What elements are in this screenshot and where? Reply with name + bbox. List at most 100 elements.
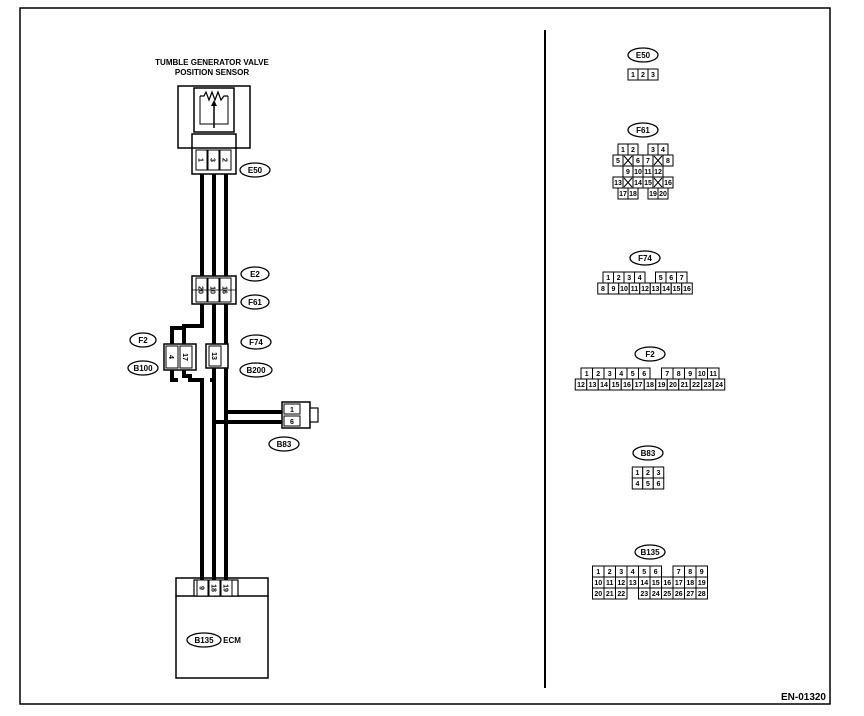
connector-view-label-oval: [634, 544, 666, 560]
ecm-box: 9 18 19: [175, 577, 269, 679]
connector-view-label: E50: [636, 51, 651, 60]
connector-view-pin-11: 11: [631, 286, 639, 293]
connector-view-pin-15: 15: [612, 382, 620, 389]
connector-view-pin-2: 2: [617, 275, 621, 282]
connector-view-label: B83: [641, 449, 656, 458]
right-connector: 13: [205, 343, 229, 369]
sensor-pin-2: 2: [221, 158, 228, 162]
connector-view-pin-7: 7: [677, 569, 681, 576]
svg-text:B200: B200: [246, 366, 266, 375]
connector-view-pin-25: 25: [663, 591, 671, 598]
connector-view-label: F74: [638, 254, 652, 263]
svg-text:E2: E2: [250, 270, 260, 279]
connector-view-pin-2: 2: [596, 371, 600, 378]
connector-view-pin-6: 6: [669, 275, 673, 282]
mid-connector: 20 10 16: [191, 275, 237, 305]
connector-view-blank-mark: [623, 177, 633, 188]
e50-label-oval: E50: [239, 162, 271, 178]
connector-view-label: F2: [645, 350, 655, 359]
connector-view-pin-10: 10: [594, 580, 602, 587]
f74-label-oval: F74: [240, 334, 272, 350]
connector-view-pin-7: 7: [665, 371, 669, 378]
connector-view-pin-3: 3: [608, 371, 612, 378]
connector-view-pin-11: 11: [710, 371, 718, 378]
connector-view-pin-7: 7: [646, 158, 650, 165]
connector-view-pin-5: 5: [631, 371, 635, 378]
connector-view-pin-10: 10: [620, 286, 628, 293]
connector-view-pin-10: 10: [634, 169, 642, 176]
connector-view-pin-14: 14: [640, 580, 648, 587]
connector-view-pin-12: 12: [654, 169, 662, 176]
connector-view-pin-4: 4: [636, 481, 640, 488]
b83-connector: 1 6: [281, 401, 319, 429]
connector-view-pin-23: 23: [640, 591, 648, 598]
connector-view-pin-12: 12: [577, 382, 585, 389]
left-connector: 4 17: [163, 343, 197, 371]
connector-view-pin-24: 24: [715, 382, 723, 389]
svg-text:F74: F74: [249, 338, 263, 347]
connector-view-pin-9: 9: [700, 569, 704, 576]
connector-view-pin-13: 13: [614, 180, 622, 187]
connector-view-pin-9: 9: [688, 371, 692, 378]
connector-view-pin-18: 18: [629, 191, 637, 198]
connector-view-pin-10: 10: [698, 371, 706, 378]
connector-view-pin-14: 14: [634, 180, 642, 187]
connector-view-pin-3: 3: [651, 72, 655, 79]
connector-view-pin-3: 3: [619, 569, 623, 576]
connector-view-label: F61: [636, 126, 650, 135]
connector-view-cavity: [652, 477, 665, 490]
connector-view-pin-26: 26: [675, 591, 683, 598]
connector-view-pin-21: 21: [681, 382, 689, 389]
connector-view-label: B135: [640, 548, 660, 557]
b83-label-oval: B83: [268, 436, 300, 452]
mid-pin-20: 20: [197, 286, 204, 294]
connector-view-pin-15: 15: [644, 180, 652, 187]
e2-label-oval: E2: [240, 266, 270, 282]
connector-view-label-oval: [632, 445, 664, 461]
svg-text:B135: B135: [194, 636, 214, 645]
connector-view-pin-14: 14: [600, 382, 608, 389]
connector-view-pin-19: 19: [698, 580, 706, 587]
connector-view-pin-16: 16: [683, 286, 691, 293]
wires-upper: [200, 174, 228, 276]
ecm-pin-18: 18: [210, 584, 217, 592]
connector-view-pin-1: 1: [636, 470, 640, 477]
svg-text:E50: E50: [248, 166, 263, 175]
b135-label-oval: B135: [186, 632, 222, 648]
connector-view-pin-21: 21: [606, 591, 614, 598]
connector-view-pin-2: 2: [608, 569, 612, 576]
sensor-connector: 1 3 2: [191, 147, 237, 175]
connector-view-blank-mark: [623, 155, 633, 166]
connector-view-pin-13: 13: [589, 382, 597, 389]
connector-view-pin-17: 17: [619, 191, 627, 198]
ecm-pin-9: 9: [198, 586, 205, 590]
connector-view-blank-mark: [653, 155, 663, 166]
connector-view-cavity: [657, 187, 669, 200]
connector-view-pin-1: 1: [606, 275, 610, 282]
connector-view-pin-3: 3: [627, 275, 631, 282]
f2-label-oval: F2: [129, 332, 157, 348]
connector-view-cavity: [695, 587, 708, 600]
connector-view-pin-18: 18: [686, 580, 694, 587]
sensor-pin-3: 3: [209, 158, 216, 162]
connector-view-pin-4: 4: [661, 147, 665, 154]
connector-view-pin-5: 5: [616, 158, 620, 165]
connector-view-pin-6: 6: [657, 481, 661, 488]
connector-view-cavity: [681, 282, 693, 295]
b200-label-oval: B200: [239, 362, 273, 378]
connector-view-pin-17: 17: [675, 580, 683, 587]
b83-pin-1: 1: [290, 407, 294, 414]
connector-view-pin-24: 24: [652, 591, 660, 598]
connector-view-pin-13: 13: [652, 286, 660, 293]
connector-view-pin-3: 3: [651, 147, 655, 154]
connector-view-pin-12: 12: [641, 286, 649, 293]
connector-view-pin-23: 23: [704, 382, 712, 389]
connector-view-pin-22: 22: [692, 382, 700, 389]
connector-view-pin-7: 7: [680, 275, 684, 282]
connector-view-pin-1: 1: [585, 371, 589, 378]
